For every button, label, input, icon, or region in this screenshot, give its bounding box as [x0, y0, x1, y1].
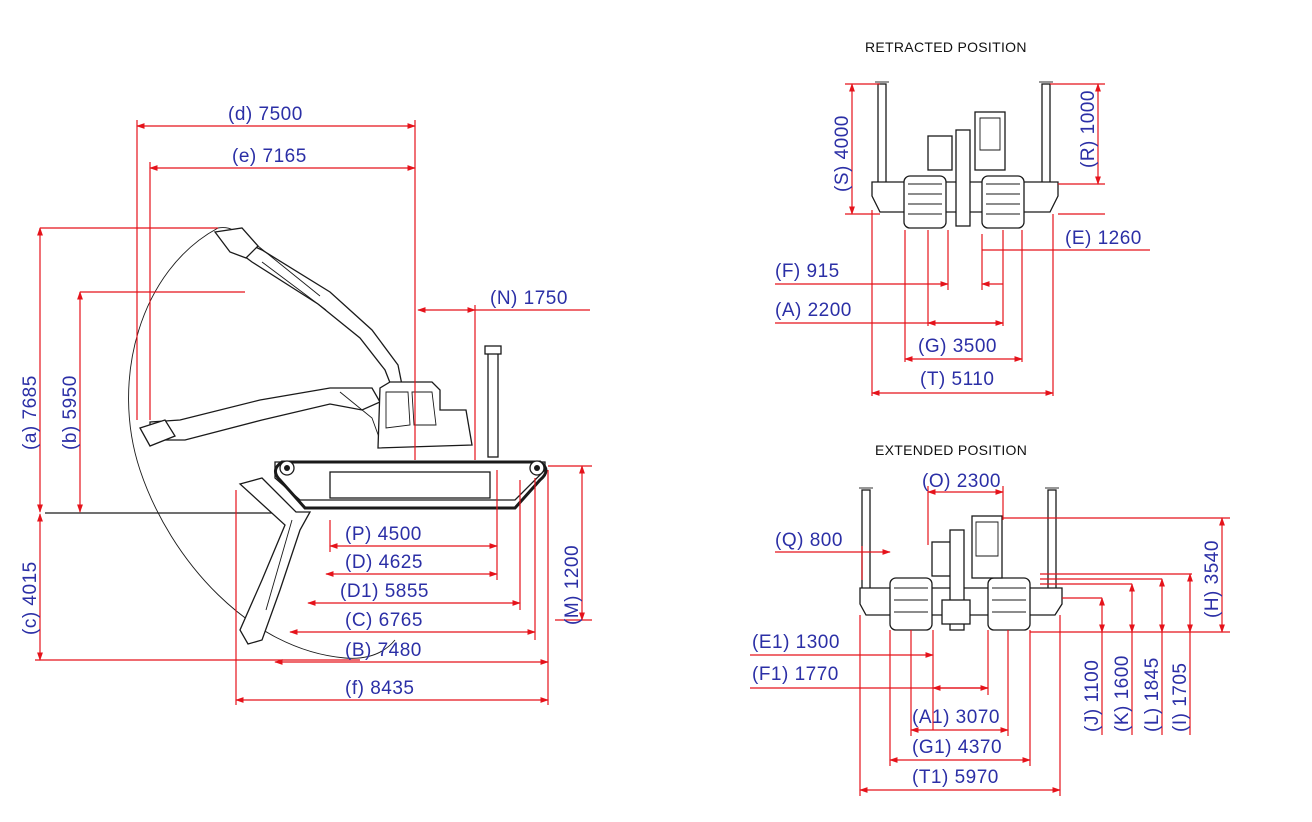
dimension-b-cap: (B) 7480: [345, 640, 422, 661]
dimension-h-extended: (H) 3540: [1202, 540, 1223, 618]
extended-view: EXTENDED POSITION: [750, 442, 1230, 796]
dimension-l-extended: (L) 1845: [1142, 657, 1163, 732]
retracted-machine: [871, 81, 1059, 229]
side-view-machine: [45, 227, 548, 659]
dimension-m: (M) 1200: [562, 545, 583, 625]
dimension-o-extended: (O) 2300: [922, 471, 1001, 492]
dimension-g-retracted: (G) 3500: [918, 336, 997, 357]
retracted-view: RETRACTED POSITION: [775, 39, 1150, 396]
dimension-j-extended: (J) 1100: [1082, 660, 1103, 732]
dimension-k-extended: (K) 1600: [1112, 655, 1133, 732]
dimension-c: (c) 4015: [20, 561, 41, 635]
side-view: (d) 7500 (e) 7165 (N) 1750 (P) 4500 (D) …: [20, 104, 592, 705]
extended-dimension-lines: [750, 486, 1230, 796]
dimension-t-retracted: (T) 5110: [920, 369, 994, 390]
retracted-heading: RETRACTED POSITION: [865, 39, 1027, 55]
dimension-a-retracted: (A) 2200: [775, 300, 852, 321]
dimension-g1-extended: (G1) 4370: [912, 737, 1002, 758]
dimension-e1-extended: (E1) 1300: [752, 632, 840, 653]
dimension-n: (N) 1750: [490, 288, 568, 309]
retracted-dimension-labels: (E) 1260 (F) 915 (A) 2200 (G) 3500 (T) 5…: [775, 90, 1142, 390]
dimension-r-retracted: (R) 1000: [1078, 90, 1099, 168]
dimension-e: (e) 7165: [232, 146, 307, 167]
dimension-s-retracted: (S) 4000: [832, 115, 853, 192]
side-view-dimension-lines: [35, 120, 592, 705]
dimension-c-cap: (C) 6765: [345, 610, 423, 631]
dimension-a1-extended: (A1) 3070: [912, 707, 1000, 728]
dimension-i-extended: (I) 1705: [1170, 663, 1191, 732]
dimension-f-retracted: (F) 915: [775, 261, 840, 282]
extended-dimension-labels: (O) 2300 (Q) 800 (E1) 1300 (F1) 1770 (A1…: [752, 471, 1223, 788]
dimension-d1: (D1) 5855: [340, 581, 429, 602]
dimension-b: (b) 5950: [60, 375, 81, 450]
retracted-dimension-lines: [775, 83, 1150, 396]
dimension-q-extended: (Q) 800: [775, 530, 843, 551]
side-view-dimension-labels: (d) 7500 (e) 7165 (N) 1750 (P) 4500 (D) …: [20, 104, 583, 699]
dimension-e-retracted: (E) 1260: [1065, 228, 1142, 249]
dimension-f1-extended: (F1) 1770: [752, 664, 839, 685]
dimension-a: (a) 7685: [20, 375, 41, 450]
dimension-f: (f) 8435: [345, 678, 414, 699]
dimension-p: (P) 4500: [345, 524, 422, 545]
dimension-d: (d) 7500: [228, 104, 303, 125]
dimension-d-cap: (D) 4625: [345, 552, 423, 573]
dimension-t1-extended: (T1) 5970: [912, 767, 999, 788]
extended-machine: [859, 487, 1063, 631]
extended-heading: EXTENDED POSITION: [875, 442, 1027, 458]
